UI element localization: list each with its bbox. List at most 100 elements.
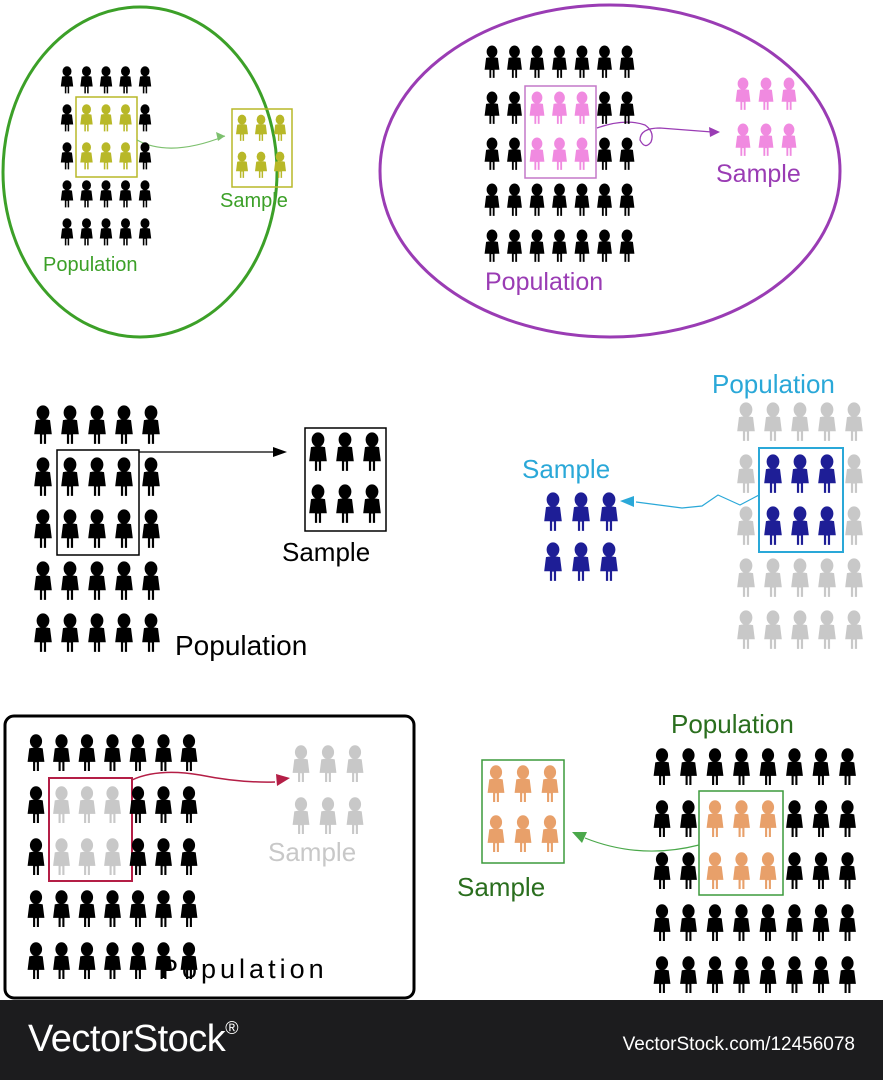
panel-5-arrowhead bbox=[276, 774, 290, 786]
sample-person bbox=[292, 797, 310, 835]
panel-5-population-label: Population bbox=[160, 954, 328, 984]
population-person bbox=[597, 45, 612, 78]
population-person bbox=[180, 838, 198, 876]
population-person bbox=[845, 402, 863, 441]
population-person bbox=[845, 506, 863, 545]
population-person bbox=[99, 180, 113, 208]
population-person bbox=[818, 506, 836, 545]
population-person bbox=[812, 800, 830, 838]
population-person bbox=[839, 904, 856, 942]
population-person bbox=[104, 734, 121, 772]
population-person bbox=[759, 956, 777, 994]
sample-person bbox=[336, 484, 354, 523]
population-person bbox=[484, 91, 500, 124]
population-person bbox=[619, 229, 635, 262]
population-person bbox=[786, 956, 803, 994]
population-person bbox=[653, 800, 671, 838]
population-person bbox=[34, 561, 52, 600]
population-person bbox=[812, 904, 830, 942]
panel-1-frame bbox=[1, 5, 279, 339]
panel-1-arrowhead bbox=[216, 132, 225, 141]
sample-person bbox=[292, 745, 310, 783]
population-person bbox=[574, 183, 590, 216]
sample-person bbox=[309, 432, 327, 471]
population-person bbox=[99, 218, 113, 246]
population-person bbox=[88, 457, 106, 496]
population-person bbox=[53, 734, 70, 772]
sample-person bbox=[544, 492, 562, 531]
population-person bbox=[115, 405, 133, 444]
population-person bbox=[733, 956, 750, 994]
population-person bbox=[507, 45, 522, 78]
population-person bbox=[53, 942, 70, 980]
population-person bbox=[552, 91, 567, 124]
population-person bbox=[791, 454, 809, 493]
population-person bbox=[737, 506, 755, 545]
population-person bbox=[597, 91, 612, 124]
population-person bbox=[34, 457, 52, 496]
population-person bbox=[78, 838, 96, 876]
population-person bbox=[845, 558, 863, 597]
panel-1-population-label: Population bbox=[43, 254, 138, 276]
population-person bbox=[27, 890, 45, 928]
panel-1-arrow bbox=[136, 135, 226, 149]
sample-person bbox=[514, 815, 532, 853]
sample-person bbox=[346, 797, 364, 835]
population-person bbox=[115, 509, 133, 548]
panel-2-arrow bbox=[596, 121, 713, 147]
panel-4-arrowhead bbox=[620, 496, 634, 507]
population-person bbox=[764, 454, 782, 493]
sample-person bbox=[487, 765, 505, 803]
population-person bbox=[142, 613, 160, 652]
population-person bbox=[61, 509, 79, 548]
population-person bbox=[529, 91, 545, 124]
population-person bbox=[61, 405, 79, 444]
sample-person bbox=[735, 123, 751, 156]
sample-person bbox=[309, 484, 327, 523]
sample-person bbox=[514, 765, 532, 803]
population-person bbox=[155, 734, 172, 772]
population-person bbox=[619, 183, 635, 216]
population-person bbox=[138, 218, 152, 246]
population-person bbox=[529, 229, 545, 262]
panel-1-sample-label: Sample bbox=[220, 190, 288, 212]
registered-mark: ® bbox=[225, 1018, 239, 1038]
panel-3-population-label: Population bbox=[175, 630, 307, 661]
population-person bbox=[80, 104, 93, 132]
population-person bbox=[80, 142, 93, 170]
panel-5-sample-label: Sample bbox=[268, 837, 356, 867]
population-person bbox=[78, 734, 96, 772]
population-person bbox=[104, 838, 121, 876]
population-person bbox=[706, 904, 724, 942]
population-person bbox=[791, 402, 809, 441]
panel-4-population-label: Population bbox=[712, 369, 835, 399]
population-person bbox=[574, 45, 590, 78]
population-person bbox=[115, 457, 133, 496]
panel-6-arrow bbox=[584, 837, 700, 852]
population-person bbox=[733, 852, 750, 890]
population-person bbox=[574, 137, 590, 170]
population-person bbox=[737, 402, 755, 441]
population-person bbox=[99, 66, 113, 94]
population-person bbox=[119, 142, 132, 170]
population-person bbox=[786, 852, 803, 890]
panel-4-selection-box bbox=[758, 447, 844, 553]
population-person bbox=[53, 786, 70, 824]
population-person bbox=[104, 942, 121, 980]
population-person bbox=[484, 229, 500, 262]
population-person bbox=[53, 838, 70, 876]
panel-5-arrow bbox=[131, 771, 276, 783]
sample-person bbox=[572, 492, 590, 531]
panel-4-arrow bbox=[635, 494, 760, 509]
population-person bbox=[737, 610, 755, 649]
brand-name: VectorStock bbox=[28, 1018, 226, 1060]
sample-person bbox=[572, 542, 590, 581]
population-person bbox=[759, 800, 777, 838]
population-person bbox=[786, 904, 803, 942]
sample-person bbox=[255, 151, 267, 178]
population-person bbox=[619, 137, 635, 170]
panel-2-frame bbox=[378, 3, 842, 339]
population-person bbox=[99, 104, 113, 132]
vectorstock-logo: VectorStock® bbox=[28, 1018, 239, 1061]
population-person bbox=[34, 405, 52, 444]
